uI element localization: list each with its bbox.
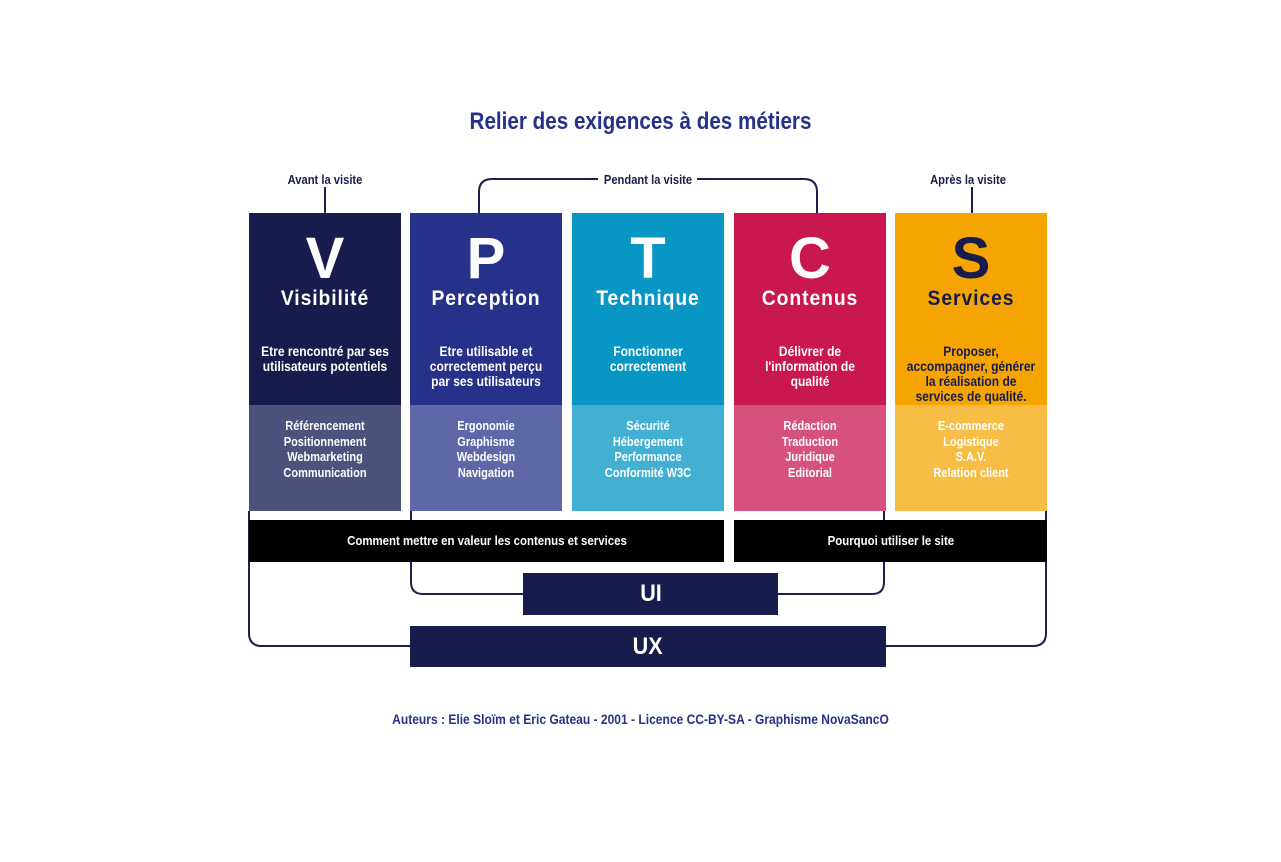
phase-during-label: Pendant la visite — [603, 172, 693, 187]
job-item: Logistique — [943, 434, 999, 449]
column-services: S Services Proposer, accompagner, génére… — [895, 213, 1047, 511]
job-item: Juridique — [785, 450, 835, 464]
column-description: Délivrer de l'information de qualité — [765, 343, 855, 389]
column-name: Visibilité — [280, 287, 370, 310]
job-item: Graphisme — [457, 434, 515, 449]
column-name: Contenus — [761, 287, 859, 310]
phase-after-label: Après la visite — [930, 172, 1006, 187]
column-header: S Services Proposer, accompagner, génére… — [895, 213, 1047, 405]
job-item: Référencement — [285, 419, 365, 433]
column-description: Fonctionner correctement — [609, 343, 687, 374]
column-visibilite: V Visibilité Etre rencontré par ses util… — [249, 213, 401, 511]
column-description: Etre rencontré par ses utilisateurs pote… — [261, 343, 389, 374]
column-name: Perception — [431, 287, 541, 310]
column-jobs: E-commerce Logistique S.A.V. Relation cl… — [895, 405, 1047, 511]
job-item: Sécurité — [626, 419, 670, 433]
job-item: Rédaction — [783, 419, 837, 433]
column-jobs: Référencement Positionnement Webmarketin… — [249, 405, 401, 511]
ux-label: UX — [632, 633, 664, 660]
column-header: C Contenus Délivrer de l'information de … — [734, 213, 886, 405]
column-letter: V — [305, 226, 345, 291]
bar-why-use-site-label: Pourquoi utiliser le site — [827, 533, 954, 548]
job-item: Webmarketing — [287, 450, 363, 464]
job-item: Communication — [283, 465, 367, 480]
connector-ux — [248, 511, 1047, 647]
column-jobs: Rédaction Traduction Juridique Editorial — [734, 405, 886, 511]
bar-value-content-label: Comment mettre en valeur les contenus et… — [346, 533, 627, 548]
column-jobs: Sécurité Hébergement Performance Conform… — [572, 405, 724, 511]
column-jobs: Ergonomie Graphisme Webdesign Navigation — [410, 405, 562, 511]
column-name: Services — [927, 287, 1015, 310]
ui-block: UI — [523, 573, 778, 615]
job-item: Conformité W3C — [604, 465, 692, 480]
job-item: Hébergement — [612, 434, 684, 449]
job-item: Relation client — [933, 465, 1009, 480]
column-perception: P Perception Etre utilisable et correcte… — [410, 213, 562, 511]
bar-why-use-site: Pourquoi utiliser le site — [734, 520, 1047, 562]
job-item: Webdesign — [456, 450, 516, 464]
bar-value-content: Comment mettre en valeur les contenus et… — [249, 520, 724, 562]
job-item: S.A.V. — [955, 450, 987, 464]
column-contenus: C Contenus Délivrer de l'information de … — [734, 213, 886, 511]
column-letter: C — [789, 226, 831, 291]
column-description: Proposer, accompagner, générer la réalis… — [906, 343, 1036, 404]
job-item: E-commerce — [937, 419, 1005, 433]
job-item: Performance — [614, 450, 682, 464]
job-item: Navigation — [457, 465, 515, 480]
column-letter: T — [630, 226, 666, 291]
footer-credits: Auteurs : Elie Sloïm et Eric Gateau - 20… — [392, 711, 889, 727]
job-item: Ergonomie — [457, 419, 515, 433]
ux-block: UX — [410, 626, 886, 667]
column-header: V Visibilité Etre rencontré par ses util… — [249, 213, 401, 405]
column-name: Technique — [596, 287, 700, 310]
column-description: Etre utilisable et correctement perçu pa… — [429, 343, 543, 389]
diagram-title: Relier des exigences à des métiers — [469, 108, 812, 135]
column-header: T Technique Fonctionner correctement — [572, 213, 724, 405]
phase-before-label: Avant la visite — [287, 172, 363, 187]
column-letter: S — [951, 226, 991, 291]
column-technique: T Technique Fonctionner correctement Séc… — [572, 213, 724, 511]
ui-label: UI — [639, 580, 662, 607]
connector-during — [478, 178, 818, 213]
connector-ui — [410, 511, 885, 595]
column-letter: P — [466, 226, 506, 291]
column-header: P Perception Etre utilisable et correcte… — [410, 213, 562, 405]
job-item: Editorial — [787, 465, 832, 480]
job-item: Positionnement — [283, 434, 367, 449]
job-item: Traduction — [781, 434, 839, 449]
